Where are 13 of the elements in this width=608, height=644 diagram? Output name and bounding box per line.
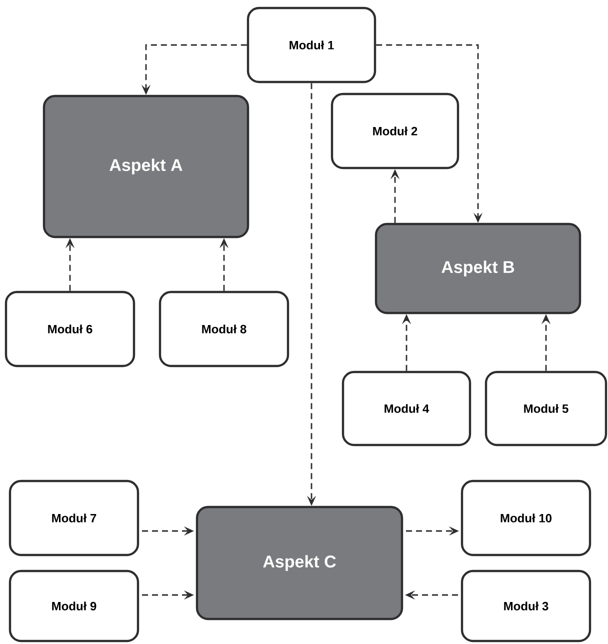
aspect-box: Aspekt A xyxy=(42,94,250,238)
aspect-box: Aspekt C xyxy=(196,506,404,620)
module-box: Moduł 6 xyxy=(4,290,136,368)
aspect-box: Aspekt B xyxy=(374,222,582,314)
module-box: Moduł 9 xyxy=(8,570,140,642)
module-box: Moduł 8 xyxy=(158,290,290,368)
module-box: Moduł 10 xyxy=(460,480,592,556)
module-box: Moduł 2 xyxy=(330,92,460,170)
module-box: Moduł 4 xyxy=(342,370,472,446)
module-box: Moduł 5 xyxy=(484,370,608,446)
module-box: Moduł 3 xyxy=(460,570,592,642)
module-box: Moduł 7 xyxy=(8,480,140,556)
module-box: Moduł 1 xyxy=(246,6,376,84)
